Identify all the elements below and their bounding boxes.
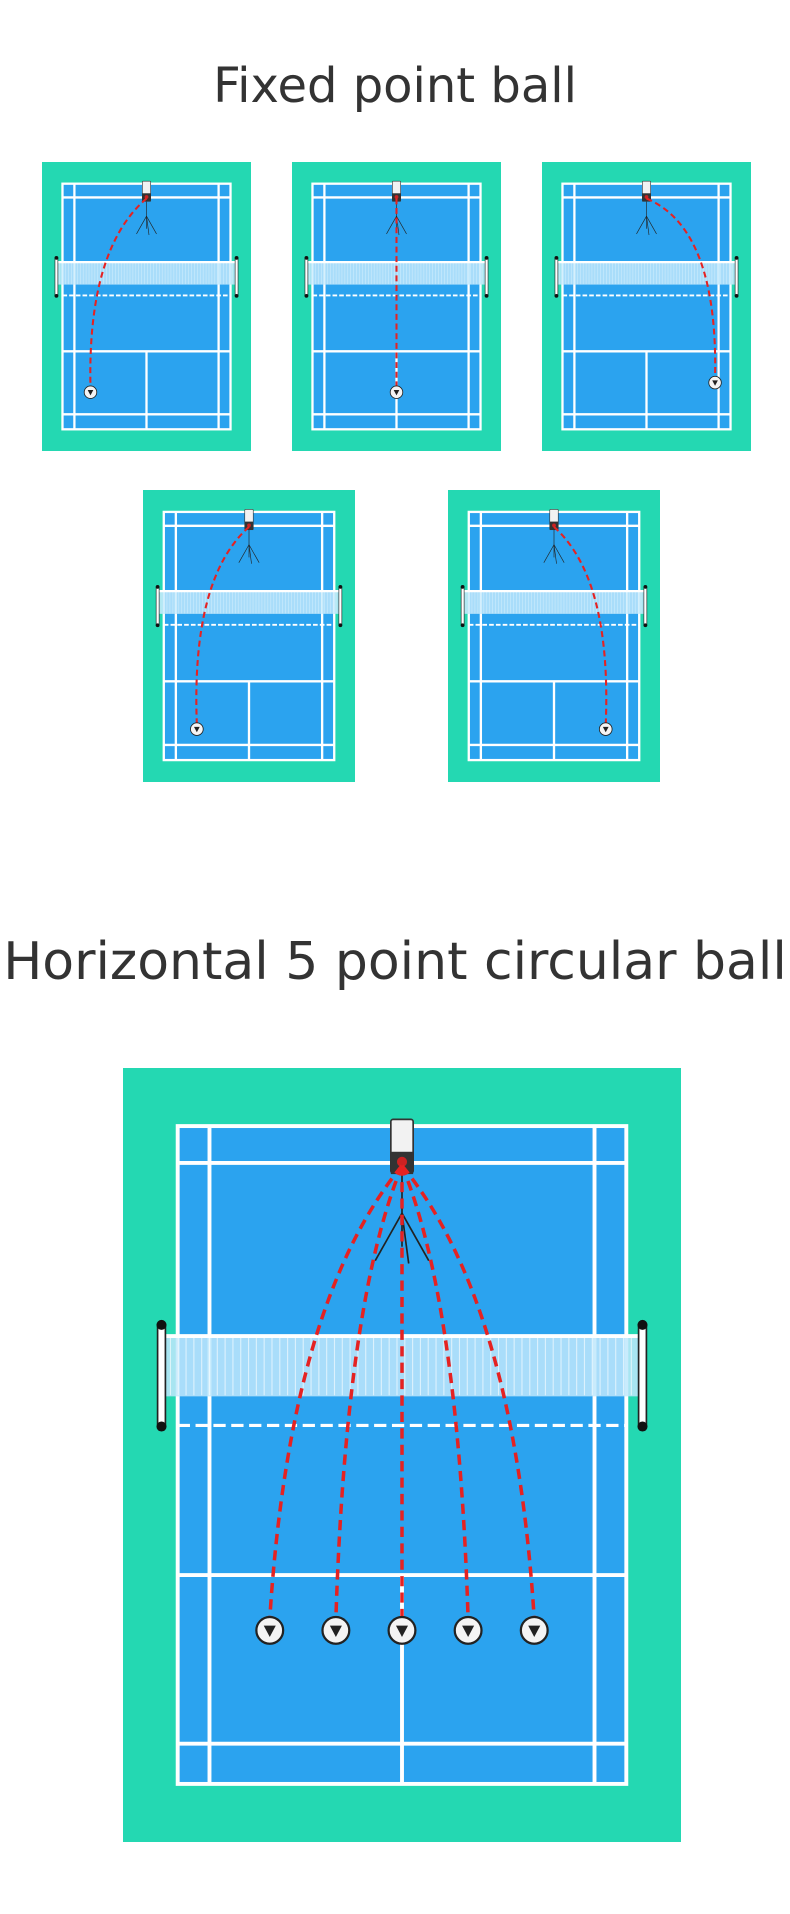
net-mesh [559,262,733,285]
tripod-leg [248,544,260,563]
net-post-icon [554,257,559,297]
net-mesh [59,262,233,285]
net-post-cap [734,293,739,298]
tripod-leg [146,216,157,235]
shuttlecock-feathers [712,380,718,386]
tripod-leg [374,1212,403,1262]
net-post-icon [484,257,489,297]
net-post-icon [304,257,309,297]
net-band [557,262,736,285]
net-post-cap [643,623,648,628]
net-post-cap [460,623,465,628]
net-post-cap [554,293,559,298]
net-post-cap [156,1319,167,1330]
net-post-cap [234,293,239,298]
net-post-icon [734,257,739,297]
tripod-leg [401,1212,430,1262]
trajectory-line [334,1165,404,1620]
shuttlecock-feathers [462,1625,475,1638]
net-post-cap [734,256,739,260]
net-mesh [465,591,642,614]
net-mesh [160,591,337,614]
net-band [307,262,486,285]
court-diagram-fixed-right-mid [448,490,660,782]
tripod-leg [553,544,557,564]
net-post-cap [156,1421,167,1432]
tripod-leg [136,216,147,235]
tripod-leg [386,216,397,235]
net-post-cap [304,293,309,298]
section-title-fixed-point: Fixed point ball [213,58,577,114]
tripod-leg [238,544,250,563]
tripod-icon [543,530,565,564]
net-post-cap [460,585,465,589]
ball-machine-launcher [394,195,399,199]
court-diagram-fixed-right-deep [542,162,751,451]
trajectory-line [400,1165,470,1620]
trajectory-line [553,526,608,725]
trajectory-line [400,1164,537,1620]
court-diagram-fixed-left-deep [42,162,251,451]
shuttlecock-feathers [263,1625,276,1638]
shuttlecock-feathers [602,726,609,733]
shuttlecock-feathers [329,1625,342,1638]
net-post-icon [637,1324,648,1428]
shuttlecock-feathers [528,1625,541,1638]
net-mesh [309,262,483,285]
court-diagram-fixed-left-mid [143,490,355,782]
shuttlecock-feathers [393,390,400,396]
section-title-horizontal-5-point: Horizontal 5 point circular ball [3,932,787,992]
net-band [57,262,236,285]
court-diagram-horizontal-5-point [123,1068,681,1842]
tripod-icon [636,201,657,236]
tripod-icon [238,530,260,564]
tripod-leg [636,216,647,235]
net-post-icon [460,586,465,626]
shuttlecock-feathers [87,390,94,396]
trajectory-line [646,197,717,379]
tripod-leg [396,216,407,235]
net-post-cap [155,623,160,628]
net-post-cap [54,256,59,260]
net-band [463,591,645,614]
net-post-cap [554,256,559,260]
net-post-cap [234,256,239,260]
ball-machine-launcher [396,1156,408,1167]
net-post-icon [54,257,59,297]
shuttlecock-feathers [395,1625,409,1638]
net-post-icon [156,1324,167,1428]
net-post-icon [338,586,343,626]
net-post-cap [54,293,59,298]
tripod-leg [146,216,150,236]
net-post-icon [643,586,648,626]
trajectory-line [267,1164,404,1620]
tripod-leg [646,216,657,235]
net-post-cap [155,585,160,589]
tripod-leg [543,544,555,563]
net-post-cap [637,1421,648,1432]
net-post-cap [338,585,343,589]
net-post-cap [304,256,309,260]
net-post-cap [484,256,489,260]
tripod-leg [646,216,650,236]
net-post-icon [155,586,160,626]
net-post-icon [234,257,239,297]
tripod-leg [553,544,565,563]
shuttlecock-feathers [193,726,200,733]
court-diagram-fixed-center [292,162,501,451]
trajectory-line [195,526,250,725]
trajectory-line [89,197,148,389]
court-lines [175,1124,629,1786]
net-post-cap [484,293,489,298]
net-post-cap [338,623,343,628]
net-post-cap [637,1319,648,1330]
tripod-icon [136,201,157,236]
tripod-leg [248,544,252,564]
net-post-cap [643,585,648,589]
tripod-icon [386,201,407,236]
net-band [158,591,340,614]
